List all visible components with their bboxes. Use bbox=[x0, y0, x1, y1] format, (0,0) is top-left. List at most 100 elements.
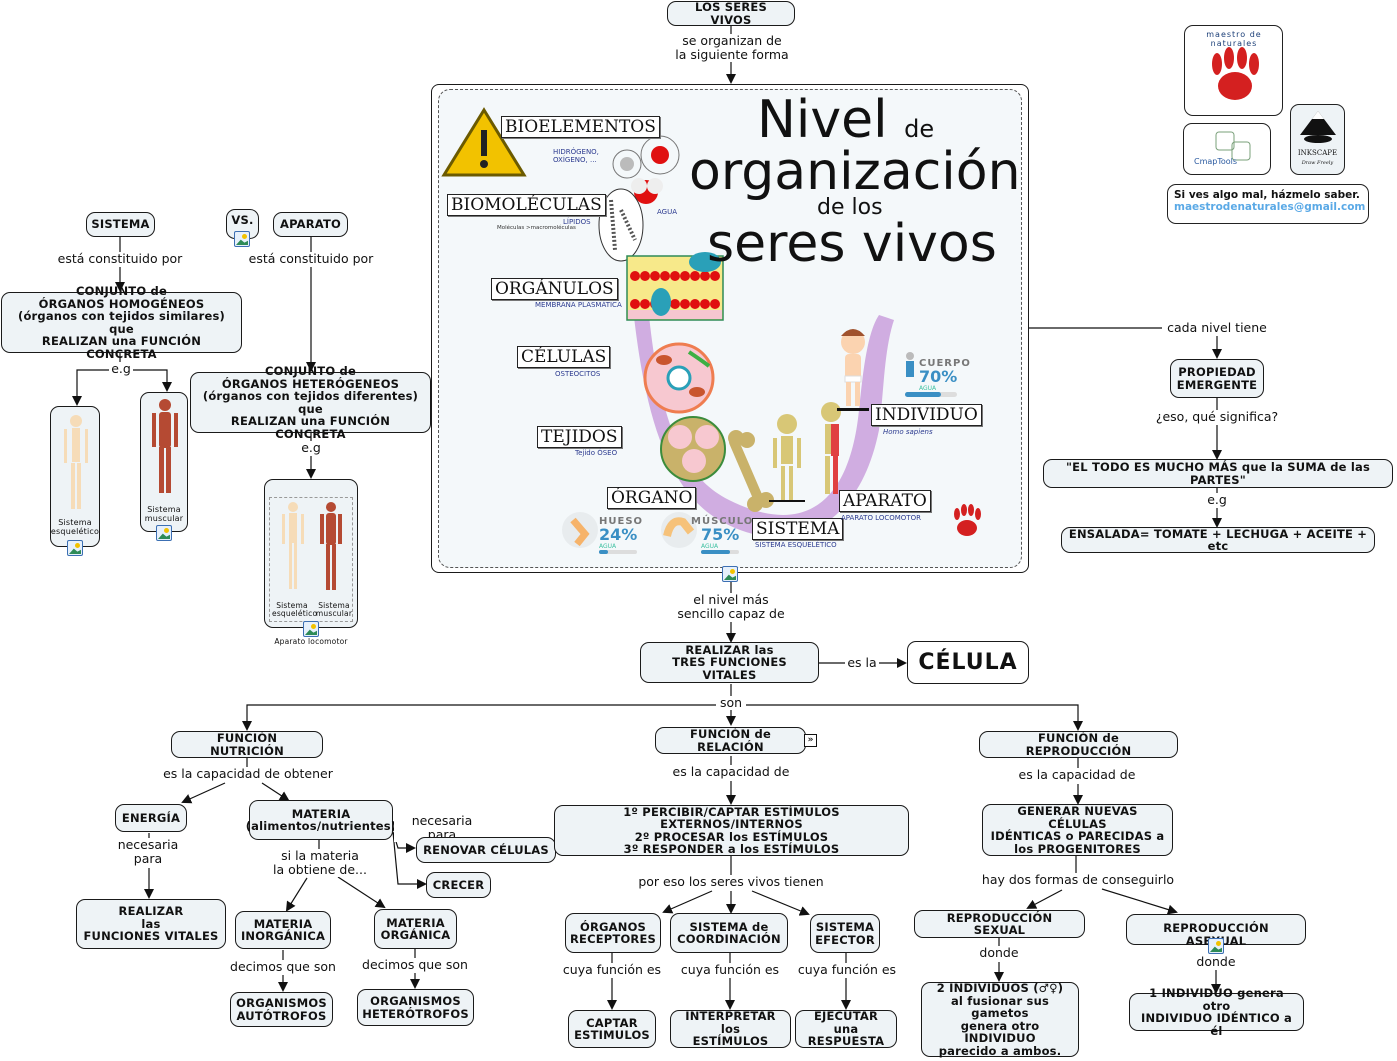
link-eg-sistema: e.g bbox=[109, 362, 133, 376]
node-materia[interactable]: MATERIA (alimentos/nutrientes) bbox=[246, 800, 396, 840]
node-sexual-descripcion[interactable]: 2 INDIVIDUOS (♂♀) al fusionar sus gameto… bbox=[921, 982, 1079, 1057]
node-funcion-nutricion[interactable]: FUNCIÓN NUTRICIÓN bbox=[171, 731, 323, 758]
image-canvas: Nivel de organización de los seres vivos… bbox=[438, 89, 1022, 568]
node-sistema-efector[interactable]: SISTEMA EFECTOR bbox=[810, 914, 880, 953]
node-los-seres-vivos[interactable]: LOS SERES VIVOS bbox=[667, 1, 795, 26]
node-renovar-celulas[interactable]: RENOVAR CÉLULAS bbox=[416, 837, 556, 863]
node-captar-estimulos[interactable]: CAPTAR ESTIMULOS bbox=[568, 1010, 656, 1048]
logo-text: maestro de naturales bbox=[1206, 30, 1262, 48]
node-materia-inorganica[interactable]: MATERIA INORGÁNICA bbox=[235, 911, 331, 949]
stat-cuerpo-fill bbox=[905, 392, 942, 397]
node-aparato[interactable]: APARATO bbox=[273, 212, 348, 237]
node-organos-heterogeneos[interactable]: CONJUNTO de ÓRGANOS HETERÓGENEOS (órgano… bbox=[190, 365, 431, 440]
level-biomoleculas-sub: LÍPIDOS bbox=[563, 218, 591, 226]
level-celulas-sub: OSTEOCITOS bbox=[555, 370, 601, 378]
paw-logo-small bbox=[954, 504, 981, 536]
contact-email[interactable]: maestrodenaturales@gmail.com bbox=[1174, 201, 1366, 213]
body-icon bbox=[906, 361, 914, 377]
link-cuya-funcion-3: cuya función es bbox=[795, 963, 899, 977]
level-organulos-sub: MEMBRANA PLASMÁTICA bbox=[535, 301, 622, 309]
image-sistema-esqueletico[interactable]: Sistema esquelético bbox=[50, 406, 100, 547]
link-que-significa: ¿eso, qué significa? bbox=[1150, 410, 1284, 424]
level-organulos: ORGÁNULOS bbox=[491, 278, 618, 300]
node-ensalada[interactable]: ENSALADA= TOMATE + LECHUGA + ACEITE + et… bbox=[1061, 527, 1375, 553]
link-se-organizan: se organizan de la siguiente forma bbox=[668, 34, 796, 62]
level-individuo-sub: Homo sapiens bbox=[883, 428, 933, 436]
level-individuo: INDIVIDUO bbox=[871, 404, 982, 426]
level-biomoleculas: BIOMOLÉCULAS bbox=[447, 194, 606, 216]
node-realizar-funciones[interactable]: REALIZAR las FUNCIONES VITALES bbox=[76, 899, 226, 949]
node-funcion-relacion[interactable]: FUNCIÓN de RELACIÓN bbox=[655, 727, 806, 754]
paw-icon bbox=[1212, 47, 1259, 100]
level-biomoleculas-sub2: Moléculas >macromoléculas bbox=[497, 225, 576, 231]
organization-levels-image[interactable]: Nivel de organización de los seres vivos… bbox=[431, 84, 1029, 573]
caption-aparato-locomotor: Aparato locomotor bbox=[274, 637, 348, 646]
node-reproduccion-sexual[interactable]: REPRODUCCIÓN SEXUAL bbox=[914, 910, 1085, 938]
locomotor-figure bbox=[821, 402, 841, 494]
stat-hueso-unit: AGUA bbox=[599, 543, 617, 550]
link-capacidad-reproduccion: es la capacidad de bbox=[1012, 768, 1142, 782]
image-attachment-icon[interactable] bbox=[234, 231, 250, 247]
node-percibir-procesar-responder[interactable]: 1º PERCIBIR/CAPTAR ESTÍMULOS EXTERNOS/IN… bbox=[554, 805, 909, 856]
node-celula[interactable]: CÉLULA bbox=[907, 641, 1029, 684]
inkscape-text: INKSCAPE bbox=[1297, 149, 1338, 157]
image-attachment-icon[interactable] bbox=[722, 566, 738, 582]
contact-box: Si ves algo mal, házmelo saber. maestrod… bbox=[1167, 184, 1369, 224]
muscle-body-icon bbox=[152, 399, 178, 493]
stat-cuerpo: CUERPO 70% AGUA bbox=[919, 358, 971, 392]
image-attachment-icon[interactable] bbox=[303, 621, 319, 637]
node-organos-homogeneos[interactable]: CONJUNTO de ÓRGANOS HOMOGÉNEOS (órganos … bbox=[1, 285, 242, 360]
title-organizacion: organización bbox=[689, 142, 1021, 202]
node-propiedad-emergente[interactable]: PROPIEDAD EMERGENTE bbox=[1170, 359, 1264, 398]
node-sistema-coordinacion[interactable]: SISTEMA de COORDINACIÓN bbox=[670, 913, 788, 953]
node-organos-receptores[interactable]: ÓRGANOS RECEPTORES bbox=[565, 913, 661, 953]
expand-icon[interactable]: » bbox=[804, 734, 817, 747]
link-son: son bbox=[716, 696, 746, 710]
node-ejecutar-respuesta[interactable]: EJECUTAR una RESPUESTA bbox=[795, 1010, 897, 1048]
node-interpretar-estimulos[interactable]: INTERPRETAR los ESTÍMULOS bbox=[670, 1010, 791, 1048]
link-cuya-funcion-2: cuya función es bbox=[678, 963, 782, 977]
bone-icon bbox=[729, 437, 764, 505]
link-si-la-materia: si la materia la obtiene de... bbox=[262, 849, 378, 877]
node-el-todo[interactable]: "EL TODO ES MUCHO MÁS que la SUMA de las… bbox=[1043, 459, 1393, 488]
level-sistema: SISTEMA bbox=[752, 518, 844, 540]
link-eg-aparato: e.g bbox=[299, 441, 323, 455]
inkscape-icon bbox=[1300, 111, 1336, 143]
caption-sistema-muscular: Sistema muscular bbox=[144, 505, 184, 523]
level-bioelementos-sub: HIDRÓGENO, OXÍGENO, ... bbox=[553, 148, 599, 164]
title-de-los: de los bbox=[817, 195, 883, 220]
link-dos-formas: hay dos formas de conseguirlo bbox=[978, 873, 1178, 887]
stat-cuerpo-bar bbox=[905, 392, 957, 397]
level-tejidos-sub: Tejido ÓSEO bbox=[575, 449, 618, 457]
node-sistema[interactable]: SISTEMA bbox=[86, 212, 155, 237]
link-decimos-heterotrofos: decimos que son bbox=[358, 958, 472, 972]
skeleton-figure bbox=[773, 414, 801, 500]
link-cada-nivel: cada nivel tiene bbox=[1162, 321, 1272, 335]
image-attachment-icon[interactable] bbox=[156, 525, 172, 541]
node-funcion-reproduccion[interactable]: FUNCIÓN de REPRODUCCIÓN bbox=[979, 731, 1178, 758]
link-eg-ensalada: e.g bbox=[1205, 493, 1229, 507]
node-asexual-descripcion[interactable]: 1 INDIVIDUO genera otro INDIVIDUO IDÉNTI… bbox=[1129, 987, 1304, 1037]
image-attachment-icon[interactable] bbox=[1208, 938, 1224, 954]
level-aparato: APARATO bbox=[839, 490, 931, 512]
link-decimos-autotrofos: decimos que son bbox=[226, 960, 340, 974]
node-generar-celulas[interactable]: GENERAR NUEVAS CÉLULAS IDÉNTICAS o PAREC… bbox=[982, 804, 1173, 856]
image-sistema-muscular[interactable]: Sistema muscular bbox=[140, 392, 188, 532]
node-autotrofos[interactable]: ORGANISMOS AUTÓTROFOS bbox=[230, 992, 333, 1027]
link-cuya-funcion-1: cuya función es bbox=[560, 963, 664, 977]
levels-illustration bbox=[441, 107, 981, 548]
node-crecer[interactable]: CRECER bbox=[426, 872, 491, 898]
image-aparato-locomotor[interactable]: Sistema esquelético Sistema muscular Apa… bbox=[264, 479, 358, 646]
image-attachment-icon[interactable] bbox=[67, 540, 83, 556]
stat-musculo: MÚSCULO 75% AGUA bbox=[691, 516, 753, 554]
cmaptools-logo: CmapTools bbox=[1183, 123, 1271, 175]
stat-hueso: HUESO 24% AGUA bbox=[599, 516, 643, 554]
node-energia[interactable]: ENERGÍA bbox=[115, 804, 187, 832]
node-heterotrofos[interactable]: ORGANISMOS HETERÓTROFOS bbox=[357, 989, 474, 1026]
cmap-icon bbox=[1215, 131, 1251, 161]
stat-cuerpo-percent: 70% bbox=[919, 367, 958, 386]
stat-hueso-name: HUESO bbox=[599, 516, 644, 527]
level-bioelementos: BIOELEMENTOS bbox=[501, 116, 660, 138]
node-materia-organica[interactable]: MATERIA ORGÁNICA bbox=[374, 909, 457, 949]
node-tres-funciones[interactable]: REALIZAR las TRES FUNCIONES VITALES bbox=[640, 642, 819, 683]
